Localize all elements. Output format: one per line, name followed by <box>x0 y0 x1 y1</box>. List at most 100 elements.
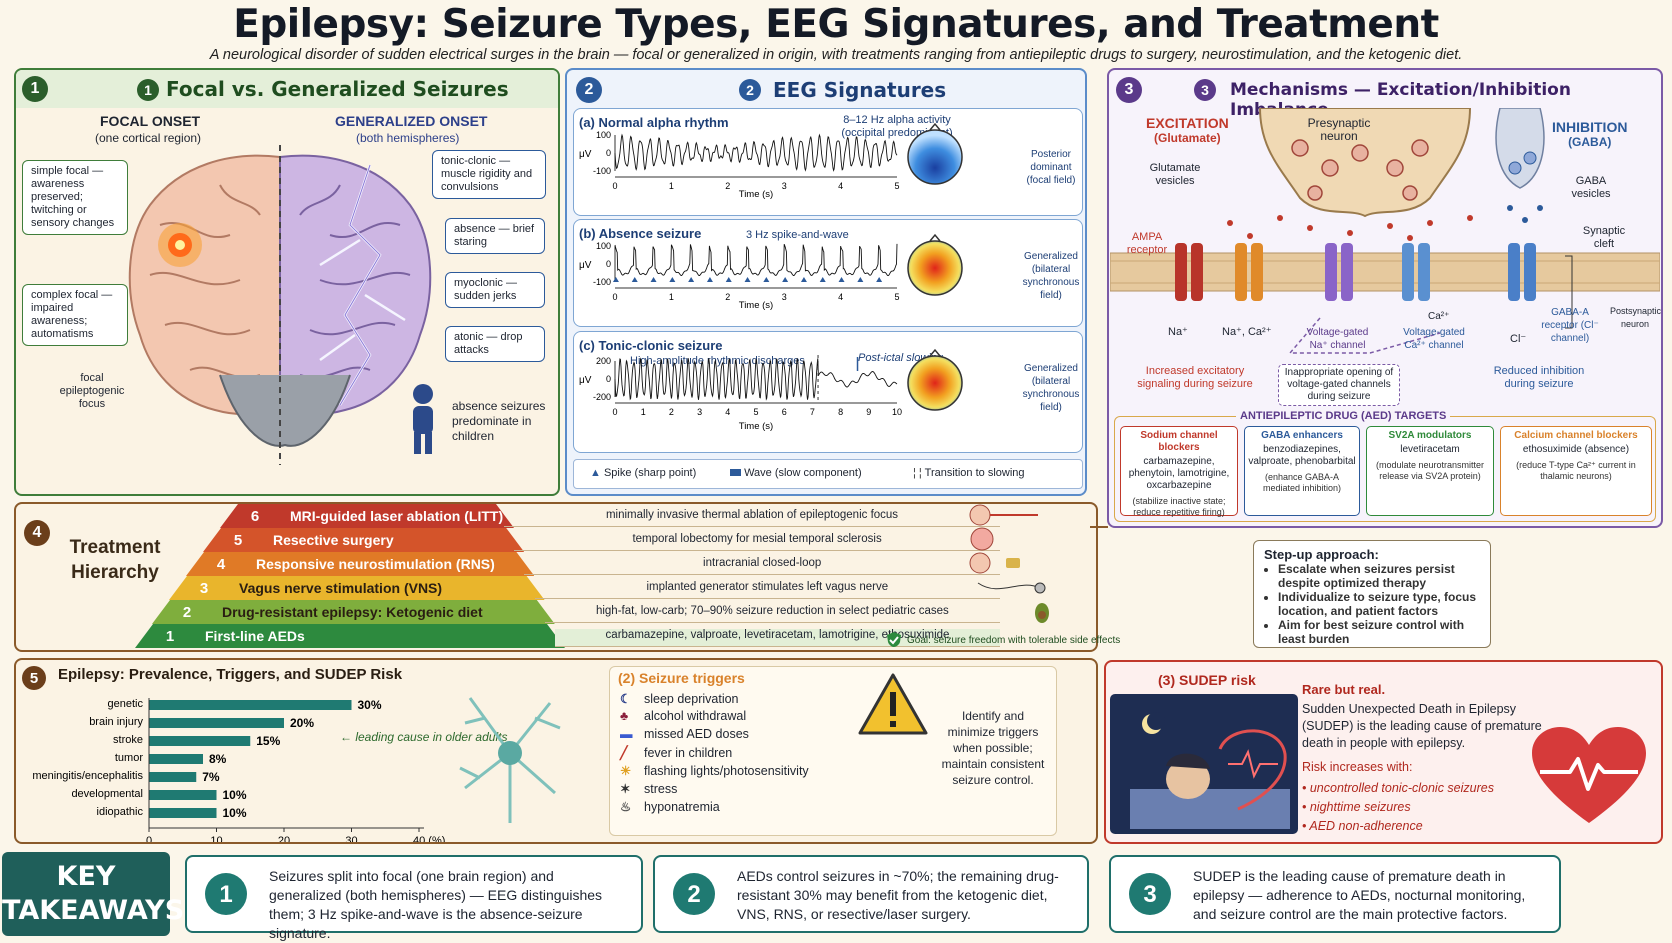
glutamate-vesicles-label: Glutamate vesicles <box>1149 162 1201 187</box>
treatment-icons <box>969 504 1049 623</box>
treatment-level-number: 2 <box>182 603 192 621</box>
eeg-y-label: μV <box>579 149 592 160</box>
eeg-x-tick: 6 <box>782 407 787 417</box>
risk-list: • uncontrolled tonic-clonic seizures• ni… <box>1302 779 1494 836</box>
spike-marker <box>782 277 789 282</box>
aed-targets-title: ANTIEPILEPTIC DRUG (AED) TARGETS <box>1236 410 1451 423</box>
postsynaptic-label: Postsynaptic neuron <box>1610 306 1662 329</box>
trigger-item: ☀flashing lights/photosensitivity <box>620 764 809 778</box>
eeg-x-tick: 3 <box>782 181 787 191</box>
eeg-x-label: Time (s) <box>739 300 773 311</box>
focal-heading: FOCAL ONSET <box>100 113 201 129</box>
section-number-2: 2 <box>576 77 602 103</box>
eeg-x-tick: 1 <box>641 407 646 417</box>
eeg-x-tick: 1 <box>669 181 674 191</box>
presynaptic-label: Presynaptic neuron <box>1307 116 1371 143</box>
absence-callout: absence — brief staring <box>445 218 545 254</box>
eeg-x-tick: 2 <box>669 407 674 417</box>
ampa-label: AMPA receptor <box>1126 231 1168 256</box>
section-number-1: 1 <box>22 76 48 102</box>
eeg-b-title: (b) Absence seizure <box>579 226 702 241</box>
trigger-item: ╱fever in children <box>620 746 733 760</box>
chart-x-tick: 10 <box>210 835 222 842</box>
gaba-vesicles-label: GABA vesicles <box>1571 175 1611 200</box>
scalp-map <box>907 348 963 411</box>
gabaa-label: GABA-A receptor (Cl⁻ channel) <box>1541 307 1599 344</box>
eeg-y-tick: 0 <box>606 374 611 384</box>
spike-marker <box>725 277 732 282</box>
eeg-b-note: 3 Hz spike-and-wave <box>746 229 849 241</box>
treatment-level-desc: minimally invasive thermal ablation of e… <box>504 509 1000 527</box>
shield-check-icon <box>887 632 901 647</box>
chart-x-tick: 20 <box>278 835 290 842</box>
spike-marker <box>857 277 864 282</box>
page-subtitle: A neurological disorder of sudden electr… <box>209 47 1463 63</box>
trigger-item: ♨hyponatremia <box>620 800 720 814</box>
treatment-level-number: 5 <box>233 531 243 549</box>
trigger-item: ✶stress <box>620 782 678 796</box>
vgca-label: Voltage-gated Ca²⁺ channel <box>1403 327 1465 351</box>
eeg-y-label: μV <box>579 375 592 386</box>
trigger-icon: ☀ <box>620 764 632 778</box>
scalp-map <box>907 122 963 185</box>
reduced-inhibition-note: Reduced inhibition during seizure <box>1493 365 1585 390</box>
eeg-x-tick: 5 <box>753 407 758 417</box>
treatment-level-desc: high-fat, low-carb; 70–90% seizure reduc… <box>544 605 1000 623</box>
treatment-level-desc: intracranial closed-loop <box>524 557 1000 575</box>
focus-label: focal epileptogenic focus <box>59 372 125 410</box>
page-title: Epilepsy: Seizure Types, EEG Signatures,… <box>233 2 1439 47</box>
title-number-1: 1 <box>137 79 159 101</box>
bar-category-label: idiopathic <box>97 806 144 818</box>
bar-value-label: 20% <box>290 716 314 730</box>
aed-card-name: Calcium channel blockers <box>1514 430 1638 441</box>
cl-label: Cl⁻ <box>1510 333 1527 345</box>
trigger-icon: ╱ <box>620 746 628 760</box>
eeg-x-tick: 8 <box>838 407 843 417</box>
step-up-item: Aim for best seizure control with least … <box>1278 618 1480 646</box>
treatment-level-label: First-line AEDs <box>205 628 305 644</box>
bar-value-label: 30% <box>358 698 382 712</box>
risk-title: Risk increases with: <box>1302 760 1413 774</box>
eeg-y-tick: 200 <box>596 356 611 366</box>
spike-marker <box>688 277 695 282</box>
generalized-subheading: (both hemispheres) <box>356 131 460 145</box>
triggers-box <box>609 666 1057 836</box>
focal-subheading: (one cortical region) <box>95 131 202 145</box>
aed-card-name: SV2A modulators <box>1388 430 1472 441</box>
chart-x-tick: 30 <box>345 835 357 842</box>
eeg-c-title: (c) Tonic-clonic seizure <box>579 338 723 353</box>
eeg-x-tick: 1 <box>669 292 674 302</box>
eeg-x-tick: 2 <box>725 292 730 302</box>
simple-focal-callout: simple focal — awareness preserved; twit… <box>22 160 128 235</box>
bar-category-label: brain injury <box>89 716 143 728</box>
identify-note: Identify and minimize triggers when poss… <box>941 709 1045 787</box>
eeg-y-tick: -100 <box>593 166 611 176</box>
eeg-y-label: μV <box>579 260 592 271</box>
aed-card-drugs: carbamazepine, phenytoin, lamotrigine, o… <box>1128 456 1230 491</box>
chart-x-tick: 0 <box>146 835 152 842</box>
na-label: Na⁺ <box>1168 326 1188 338</box>
treatment-level-desc: implanted generator stimulates left vagu… <box>534 581 1000 599</box>
step-up-item: Individualize to seizure type, focus loc… <box>1278 590 1480 618</box>
title-number-3: 3 <box>1194 79 1216 101</box>
complex-focal-callout: complex focal — impaired awareness; auto… <box>22 284 128 346</box>
chart-x-tick: 40 (%) <box>413 835 445 842</box>
trigger-item: ♣alcohol withdrawal <box>620 709 747 723</box>
panel1-title: Focal vs. Generalized Seizures <box>166 77 509 101</box>
leading-cause-note: ← leading cause in older adults <box>340 730 508 744</box>
spike-marker <box>744 277 751 282</box>
legend-spike: ▲ Spike (sharp point) <box>590 467 697 479</box>
section-number-4: 4 <box>24 520 50 546</box>
eeg-x-tick: 4 <box>838 181 843 191</box>
bar-category-label: meningitis/encephalitis <box>32 770 143 782</box>
treatment-level-desc: temporal lobectomy for mesial temporal s… <box>514 533 1000 551</box>
synapse-diagram <box>1110 108 1660 354</box>
synaptic-cleft-label: Synaptic cleft <box>1582 225 1626 250</box>
eeg-y-tick: 100 <box>596 130 611 140</box>
eeg-x-tick: 3 <box>697 407 702 417</box>
